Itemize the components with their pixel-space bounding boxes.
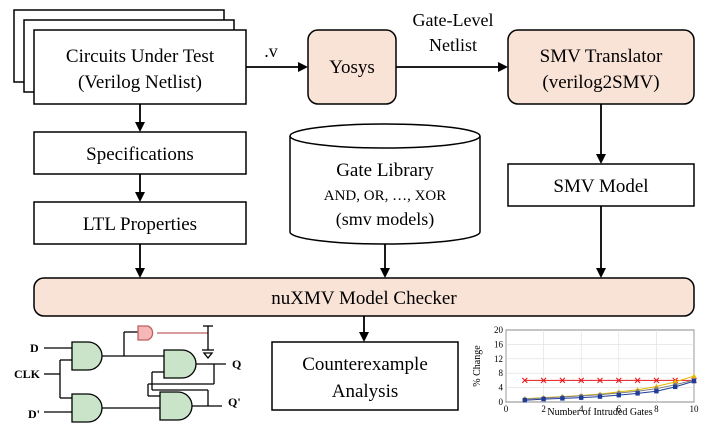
nuxmv-label: nuXMV Model Checker [271, 288, 457, 309]
label-d: D [30, 341, 39, 355]
chart-point-series-0 [578, 377, 585, 384]
v-extension-label: .v [264, 41, 278, 61]
chart-y-tick-label: 12 [494, 354, 503, 364]
chart-point-series-3 [654, 389, 659, 394]
ltl-properties-box [33, 201, 247, 245]
chart-x-tick-label: 10 [690, 404, 700, 414]
smv-model-box [507, 163, 695, 207]
chart-series [521, 373, 697, 403]
chart-x-tick-label: 4 [579, 404, 584, 414]
chart-point-series-3 [560, 396, 565, 401]
chart-y-tick-label: 20 [494, 325, 504, 335]
chart-point-series-0 [615, 377, 622, 384]
chart-x-tick-label: 0 [504, 404, 509, 414]
gate-library-title: Gate Library [336, 160, 434, 181]
and-gate-4 [159, 391, 193, 421]
cut-title: Circuits Under Test [66, 46, 215, 67]
counterexample-box [271, 341, 459, 411]
counterexample-title: Counterexample [302, 354, 428, 375]
chart-point-series-3 [597, 394, 603, 399]
circuits-under-test-stack: Circuits Under Test (Verilog Netlist) [13, 9, 247, 105]
smv-translator-subtitle: (verilog2SMV) [542, 72, 659, 93]
chart-point-series-3 [616, 392, 621, 398]
chart-point-series-1 [691, 373, 697, 379]
chart-point-series-0 [597, 377, 603, 384]
chart-point-series-3 [673, 384, 678, 390]
chart-y-tick-label: 4 [499, 383, 504, 393]
chart-point-series-0 [653, 377, 660, 384]
chart-point-series-1 [672, 379, 678, 384]
netlist-label: Netlist [429, 35, 477, 55]
chart-point-series-3 [635, 391, 640, 396]
chart-y-tick-label: 16 [494, 339, 504, 349]
chart-point-series-3 [691, 378, 697, 384]
chart-point-series-0 [540, 377, 547, 384]
and-gate-2 [71, 393, 103, 423]
chart-point-series-3 [579, 395, 584, 400]
label-q: Q [232, 357, 241, 371]
label-clk: CLK [14, 367, 41, 381]
chart-x-tick-label: 6 [617, 404, 622, 414]
label-q-prime: Q' [228, 395, 241, 409]
smv-model-label: SMV Model [553, 176, 648, 197]
specifications-label: Specifications [86, 144, 194, 165]
and-gate-3 [163, 349, 197, 379]
chart-y-tick-label: 8 [499, 368, 504, 378]
chart-x-label: Number of Intruded Gates [547, 407, 652, 418]
chart-y-tick-label: 0 [499, 397, 504, 407]
smv-translator-title: SMV Translator [540, 46, 663, 67]
chart-plot-area [505, 329, 695, 403]
chart-series-line-3 [524, 380, 695, 401]
chart-series-line-2 [524, 379, 695, 400]
gate-library-cylinder: Gate Library AND, OR, …, XOR (smv models… [289, 123, 481, 245]
chart-x-tick-label: 8 [654, 404, 659, 414]
cut-subtitle: (Verilog Netlist) [78, 72, 202, 93]
chart-point-series-3 [541, 396, 546, 402]
chart-point-series-3 [522, 398, 527, 403]
gate-library-gates: AND, OR, …, XOR [324, 188, 447, 204]
yosys-label: Yosys [329, 57, 375, 78]
circuits-under-test-box [33, 29, 247, 105]
gate-library-models: (smv models) [336, 209, 435, 230]
chart-point-series-0 [521, 377, 528, 384]
change-chart: 0 4 8 12 16 20 0 2 4 6 8 10 Number of Intruded Gate… [472, 325, 699, 418]
chart-ticks: 0 4 8 12 16 20 0 2 4 6 8 10 [494, 325, 699, 414]
label-d-prime: D' [28, 407, 40, 421]
chart-point-series-0 [634, 377, 641, 384]
trojan-gate [137, 325, 154, 341]
ltl-properties-label: LTL Properties [83, 214, 197, 235]
counterexample-subtitle: Analysis [332, 381, 399, 402]
chart-point-series-0 [559, 377, 566, 384]
chart-x-tick-label: 2 [541, 404, 546, 414]
circuit-schematic: D CLK D' Q Q' [14, 325, 241, 423]
chart-y-label: % Change [472, 345, 483, 387]
gate-level-label: Gate-Level [413, 10, 494, 30]
and-gate-1 [71, 341, 103, 371]
